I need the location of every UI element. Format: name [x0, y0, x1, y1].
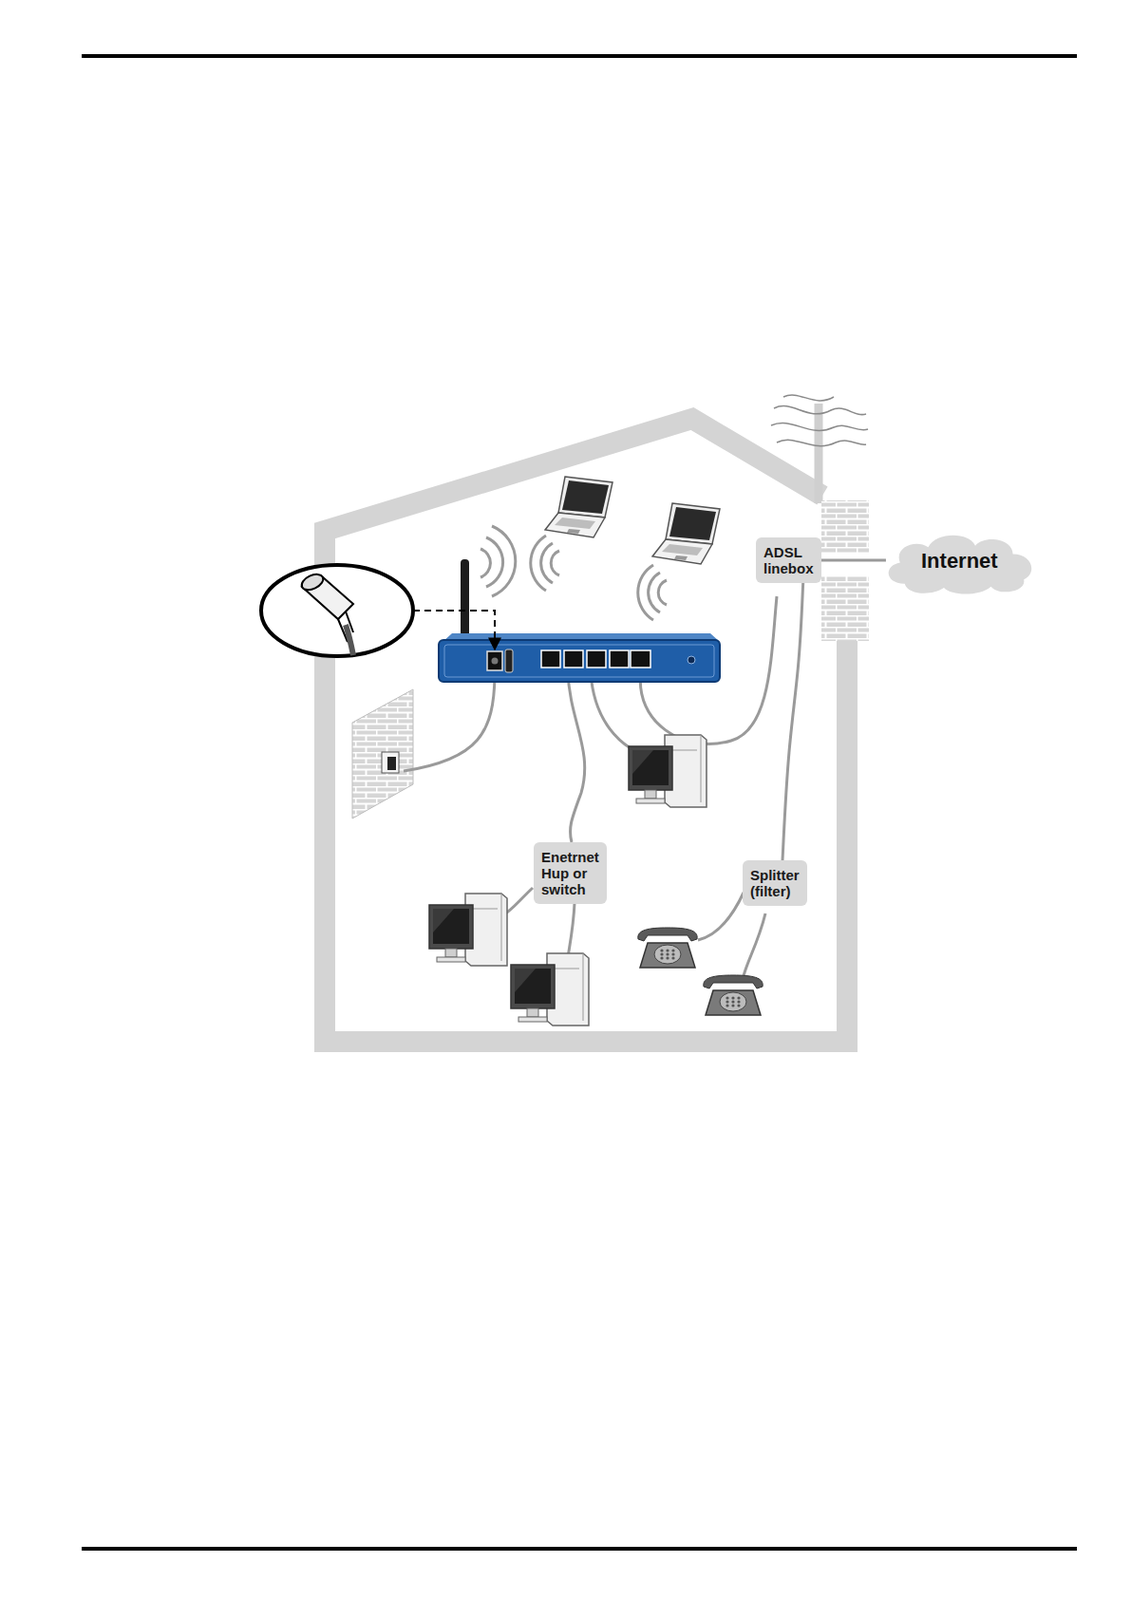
brick-wall	[821, 500, 869, 554]
cables	[403, 596, 777, 981]
cable-connector	[782, 583, 804, 861]
node-label: Enetrnet Hup or switch	[541, 848, 600, 898]
hub-box: Enetrnet Hup or switch	[533, 842, 607, 905]
linebox-box: ADSL linebox	[755, 537, 822, 584]
cable-connector	[821, 559, 886, 563]
laptop	[545, 476, 613, 538]
power-cable	[403, 676, 495, 772]
lan-cable	[590, 672, 656, 758]
lan-ports	[541, 650, 629, 668]
callout-leader	[413, 610, 495, 650]
node-label: Internet	[921, 548, 999, 574]
telephone-pole	[771, 395, 868, 504]
internet-cloud: Internet	[881, 526, 1038, 597]
house-outline	[324, 418, 848, 1042]
lan-cable	[567, 672, 585, 843]
wan-port	[630, 650, 651, 668]
node-label: ADSL linebox	[763, 544, 814, 577]
telephone	[638, 927, 698, 968]
telephone	[703, 975, 763, 1016]
bottom-rule	[81, 1546, 1077, 1551]
plug-callout	[261, 565, 495, 657]
computer	[628, 735, 707, 808]
computer	[429, 893, 508, 966]
node-label: Splitter (filter)	[750, 867, 800, 900]
splitter-box: Splitter (filter)	[742, 860, 808, 906]
lan-cable	[567, 903, 575, 958]
reset-button	[687, 656, 696, 664]
computer	[510, 953, 589, 1026]
top-rule	[81, 54, 1077, 58]
phone-cable	[742, 913, 766, 981]
wall-outlet	[352, 689, 414, 819]
phone-cable	[697, 892, 744, 941]
brick-wall	[821, 576, 869, 641]
laptop	[652, 503, 720, 565]
power-switch	[505, 649, 513, 673]
power-jack	[487, 651, 503, 671]
wireless-waves	[480, 526, 667, 621]
